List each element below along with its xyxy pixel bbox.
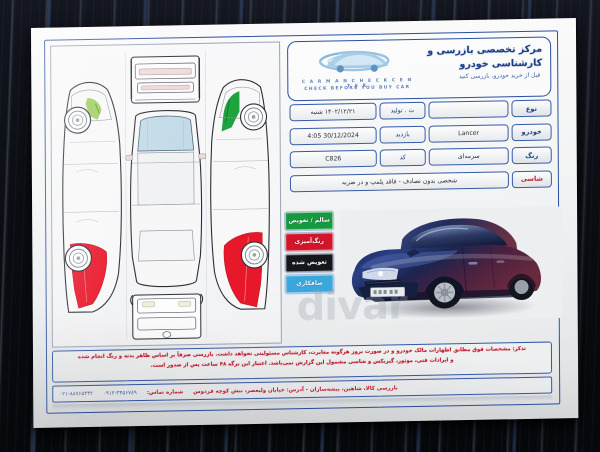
diagram-side-right-view <box>210 79 270 310</box>
car-body-damage-diagram[interactable] <box>50 41 282 348</box>
field-value-vehicle[interactable]: Lancer <box>428 123 509 143</box>
legend-painted[interactable]: رنگ‌آمیزی <box>285 232 334 251</box>
legend-painted-label: رنگ‌آمیزی <box>294 237 324 246</box>
footer-landline-number[interactable]: ۰۲۱-۸۸۷۶۵۴۳۲ <box>59 390 94 398</box>
legend-bodywork[interactable]: صافکاری <box>285 274 334 293</box>
legend-replaced-label: تعویض شده <box>291 258 327 267</box>
warning-notice: تذکر: مشخصات فوق مطابق اظهارات مالک خودر… <box>51 341 553 383</box>
vehicle-photo[interactable] <box>340 206 563 323</box>
status-legend: سالم / تعویض رنگ‌آمیزی تعویض شده صافکاری <box>285 211 334 296</box>
front-wheel <box>427 276 462 309</box>
diagram-side-left-view <box>62 81 122 313</box>
field-value-production-date[interactable]: ۱۴۰۲/۱۲/۲۱ شنبه <box>289 102 377 122</box>
form-header: مرکز تخصصی بازرسی و کارشناسی خودرو قبل ا… <box>287 36 552 102</box>
field-row-type: نوع ت . تولید ۱۴۰۲/۱۲/۲۱ شنبه <box>289 97 552 123</box>
inspection-form-paper: مرکز تخصصی بازرسی و کارشناسی خودرو قبل ا… <box>31 18 579 429</box>
center-english-line-2: CHECK BEFORE YOU BUY CAR <box>304 85 411 93</box>
field-label-production-date: ت . تولید <box>379 101 426 120</box>
footer-mobile-number[interactable]: ۰۹۱۲-۳۴۵۶۷۸۹ <box>103 389 137 397</box>
vehicle-details-fields: نوع ت . تولید ۱۴۰۲/۱۲/۲۱ شنبه خودرو Lanc… <box>289 97 552 196</box>
field-value-chassis-notes[interactable]: شخصی بدون تصادف - فاقد پلمپ و در ضربه <box>289 170 509 192</box>
field-value-type[interactable] <box>428 100 509 119</box>
footer-phone-label: شماره تماس: <box>146 388 184 396</box>
legend-bodywork-label: صافکاری <box>296 279 323 288</box>
legend-healthy[interactable]: سالم / تعویض <box>285 211 334 230</box>
diagram-rear-view <box>130 293 204 340</box>
center-title: مرکز تخصصی بازرسی و کارشناسی خودرو <box>427 43 543 71</box>
rear-wheel <box>508 274 535 301</box>
field-row-chassis: شاسی شخصی بدون تصادف - فاقد پلمپ و در ضر… <box>289 168 552 194</box>
field-label-color-code: کد <box>379 148 426 167</box>
vehicle-photo-svg <box>340 206 563 323</box>
field-label-chassis: شاسی <box>511 169 552 188</box>
car-logo-icon <box>318 50 390 73</box>
center-subtitle: قبل از خرید خودرو، بازرسی کنید <box>458 71 541 81</box>
field-label-inspection: بازدید <box>379 125 426 144</box>
diagram-top-view <box>125 109 207 288</box>
field-label-color: رنگ <box>511 146 552 165</box>
field-label-type: نوع <box>511 99 552 118</box>
footer-address: بازرسی کالا، شاهین، پیشه‌سازان - آدرس: خ… <box>193 384 398 395</box>
field-value-color-code[interactable]: C826 <box>289 149 377 169</box>
field-row-color: رنگ سرمه‌ای کد C826 <box>289 144 552 170</box>
field-value-color[interactable]: سرمه‌ای <box>428 147 509 166</box>
field-row-vehicle: خودرو Lancer بازدید 30/12/2024 4:05 <box>289 121 552 147</box>
legend-replaced[interactable]: تعویض شده <box>285 253 334 272</box>
diagram-front-view <box>130 55 201 104</box>
diagram-svg <box>62 49 270 340</box>
field-value-inspection-datetime[interactable]: 30/12/2024 4:05 <box>289 126 377 145</box>
legend-healthy-label: سالم / تعویض <box>288 216 330 225</box>
field-label-vehicle: خودرو <box>511 122 552 141</box>
license-plate <box>370 286 405 298</box>
form-outer-frame: مرکز تخصصی بازرسی و کارشناسی خودرو قبل ا… <box>44 30 563 414</box>
